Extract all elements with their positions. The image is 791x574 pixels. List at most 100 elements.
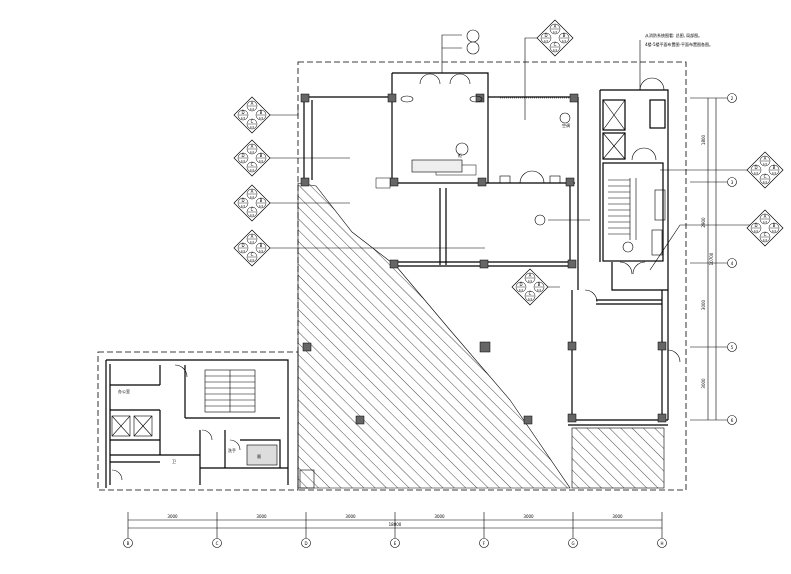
svg-text:C: C bbox=[216, 541, 219, 546]
svg-text:4-5: 4-5 bbox=[519, 288, 524, 292]
grid-bubble-col-E: E bbox=[390, 538, 400, 548]
callout-marker: A4-5B4-5C4-5D4-5 bbox=[511, 268, 549, 306]
svg-text:2: 2 bbox=[731, 96, 734, 101]
svg-text:4-5: 4-5 bbox=[553, 48, 558, 52]
fixtures bbox=[246, 95, 666, 489]
callout-markers: A4-5B4-5C4-5D4-5A4-5B4-5C4-5D4-5A4-5B4-5… bbox=[233, 19, 784, 306]
svg-text:C: C bbox=[554, 42, 557, 47]
svg-text:C: C bbox=[764, 232, 767, 237]
svg-text:4-5: 4-5 bbox=[259, 249, 264, 253]
bottom-dim-label: 3000 bbox=[256, 514, 267, 519]
svg-text:4-5: 4-5 bbox=[537, 288, 542, 292]
svg-text:H: H bbox=[660, 541, 663, 546]
svg-text:B: B bbox=[127, 541, 130, 546]
svg-text:4-5: 4-5 bbox=[528, 297, 533, 301]
right-dimension bbox=[690, 97, 727, 421]
grid-bubble-col-D: D bbox=[301, 538, 311, 548]
svg-text:A: A bbox=[764, 156, 767, 161]
right-dim-label: 3000 bbox=[701, 299, 706, 310]
bottom-dim-label: 3000 bbox=[434, 514, 445, 519]
grid-bubble-col-C: C bbox=[212, 538, 222, 548]
room-label-sink: 洗手 bbox=[228, 447, 236, 453]
bottom-dim-total: 18000 bbox=[389, 522, 402, 527]
svg-text:B: B bbox=[260, 198, 263, 203]
grid-bubble-row-6: 6 bbox=[727, 415, 737, 425]
svg-text:4-5: 4-5 bbox=[250, 168, 255, 172]
callout-marker: A4-5B4-5C4-5D4-5 bbox=[233, 96, 271, 134]
svg-text:B: B bbox=[773, 223, 776, 228]
svg-text:4: 4 bbox=[731, 261, 734, 266]
svg-text:A: A bbox=[529, 273, 532, 278]
svg-text:C: C bbox=[251, 119, 254, 124]
room-label-bath: 卫 bbox=[172, 459, 176, 464]
svg-text:G: G bbox=[571, 541, 574, 546]
room-label-office: 办公室 bbox=[118, 388, 130, 394]
right-dim-label: 1800 bbox=[701, 134, 706, 145]
callout-marker: A4-5B4-5C4-5D4-5 bbox=[746, 151, 784, 189]
svg-text:4-5: 4-5 bbox=[250, 195, 255, 199]
svg-text:6: 6 bbox=[731, 418, 734, 423]
svg-text:A: A bbox=[251, 101, 254, 106]
svg-text:D: D bbox=[519, 282, 522, 287]
svg-text:A: A bbox=[251, 234, 254, 239]
svg-text:A: A bbox=[764, 214, 767, 219]
grid-bubble-col-F: F bbox=[479, 538, 489, 548]
svg-text:4-5: 4-5 bbox=[562, 39, 567, 43]
right-dim-total: 10700 bbox=[709, 252, 714, 265]
grid-bubble-row-3: 3 bbox=[727, 177, 737, 187]
svg-text:D: D bbox=[241, 243, 244, 248]
svg-text:E: E bbox=[394, 541, 397, 546]
svg-text:D: D bbox=[241, 198, 244, 203]
svg-text:D: D bbox=[754, 223, 757, 228]
callout-marker: A4-5B4-5C4-5D4-5 bbox=[233, 184, 271, 222]
svg-text:5: 5 bbox=[731, 345, 734, 350]
svg-text:4-5: 4-5 bbox=[772, 229, 777, 233]
room-label-ac: 空调 bbox=[562, 122, 570, 128]
svg-text:4-5: 4-5 bbox=[241, 116, 246, 120]
bottom-dim-label: 3000 bbox=[612, 514, 623, 519]
bottom-dim-label: 3000 bbox=[345, 514, 356, 519]
door-swings bbox=[111, 73, 681, 481]
svg-text:D: D bbox=[544, 33, 547, 38]
grid-bubble-row-5: 5 bbox=[727, 342, 737, 352]
svg-text:4-5: 4-5 bbox=[250, 125, 255, 129]
svg-text:4-5: 4-5 bbox=[241, 159, 246, 163]
room-labels: 办公室 卫 洗手 厕 空调 柜 从消防系统图看: 总图, 局部图。 4楼-5楼平… bbox=[118, 32, 713, 464]
svg-text:A: A bbox=[251, 144, 254, 149]
bottom-dim-label: 3000 bbox=[523, 514, 534, 519]
svg-text:A: A bbox=[251, 189, 254, 194]
svg-text:B: B bbox=[538, 282, 541, 287]
svg-text:4-5: 4-5 bbox=[763, 180, 768, 184]
svg-text:C: C bbox=[529, 291, 532, 296]
grid-bubble-col-B: B bbox=[123, 538, 133, 548]
svg-text:4-5: 4-5 bbox=[259, 116, 264, 120]
grid-bubble-row-2: 2 bbox=[727, 93, 737, 103]
svg-text:D: D bbox=[754, 165, 757, 170]
svg-text:B: B bbox=[563, 33, 566, 38]
svg-text:4-5: 4-5 bbox=[763, 220, 768, 224]
svg-text:3: 3 bbox=[731, 180, 734, 185]
svg-text:4-5: 4-5 bbox=[250, 150, 255, 154]
svg-text:4-5: 4-5 bbox=[544, 39, 549, 43]
svg-text:B: B bbox=[773, 165, 776, 170]
svg-text:4-5: 4-5 bbox=[754, 229, 759, 233]
note-line-2: 4楼-5楼平面布置图-平面布置图各图。 bbox=[645, 41, 713, 47]
svg-text:D: D bbox=[304, 541, 307, 546]
stair-core bbox=[111, 99, 637, 437]
bottom-dimension bbox=[127, 512, 663, 538]
svg-text:C: C bbox=[251, 207, 254, 212]
svg-text:4-5: 4-5 bbox=[763, 238, 768, 242]
svg-text:4-5: 4-5 bbox=[250, 258, 255, 262]
callout-marker: A4-5B4-5C4-5D4-5 bbox=[536, 19, 574, 57]
svg-text:B: B bbox=[260, 110, 263, 115]
callout-marker: A4-5B4-5C4-5D4-5 bbox=[746, 209, 784, 247]
right-dim-label: 2900 bbox=[701, 217, 706, 228]
svg-text:4-5: 4-5 bbox=[250, 213, 255, 217]
svg-text:4-5: 4-5 bbox=[772, 171, 777, 175]
callout-marker: A4-5B4-5C4-5D4-5 bbox=[233, 139, 271, 177]
callout-marker: A4-5B4-5C4-5D4-5 bbox=[233, 229, 271, 267]
svg-text:4-5: 4-5 bbox=[259, 204, 264, 208]
svg-text:4-5: 4-5 bbox=[553, 30, 558, 34]
grid-bubble-col-H: H bbox=[657, 538, 667, 548]
svg-text:F: F bbox=[483, 541, 486, 546]
